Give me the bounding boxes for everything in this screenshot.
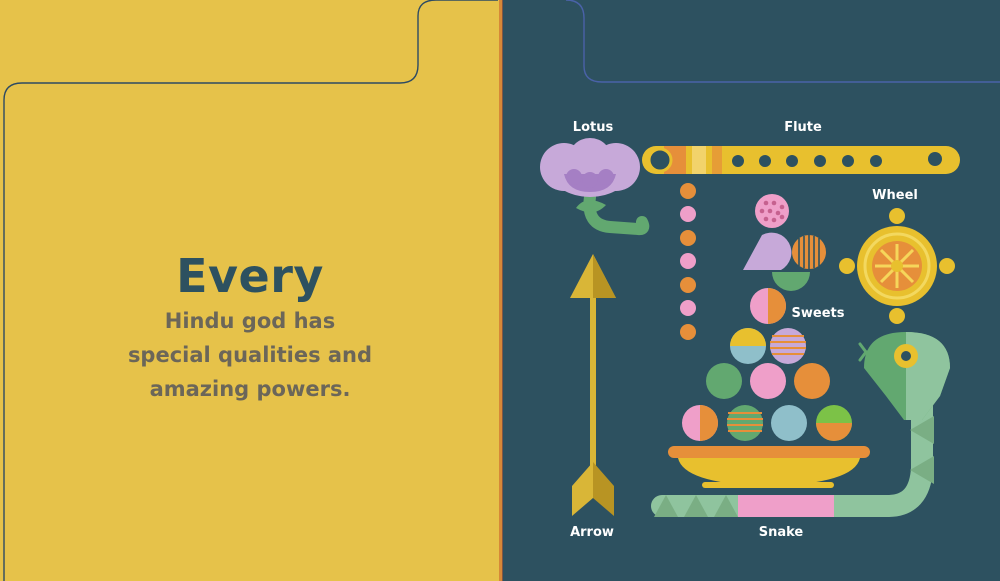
- lotus-icon: [540, 138, 650, 236]
- illustration: [540, 138, 960, 517]
- snake-icon: [651, 332, 950, 517]
- label-arrow: Arrow: [570, 525, 614, 540]
- body-line-3: amazing powers.: [149, 377, 351, 401]
- body-line-1: Hindu god has: [164, 309, 336, 333]
- label-flute: Flute: [784, 120, 822, 135]
- label-snake: Snake: [758, 525, 804, 540]
- label-wheel: Wheel: [872, 188, 918, 203]
- label-sweets: Sweets: [791, 306, 845, 321]
- left-page: Every Hindu god has special qualities an…: [0, 0, 502, 581]
- book-spine: [499, 0, 503, 581]
- body-line-2: special qualities and: [127, 343, 373, 367]
- flute-icon: [642, 146, 960, 174]
- label-lotus: Lotus: [572, 120, 614, 135]
- sweets-icon: [668, 194, 870, 488]
- text-block: Every Hindu god has special qualities an…: [100, 248, 400, 406]
- wheel-icon: [839, 208, 955, 324]
- bead-string: [680, 183, 696, 340]
- arrow-icon: [570, 254, 616, 516]
- headline: Every: [176, 249, 324, 303]
